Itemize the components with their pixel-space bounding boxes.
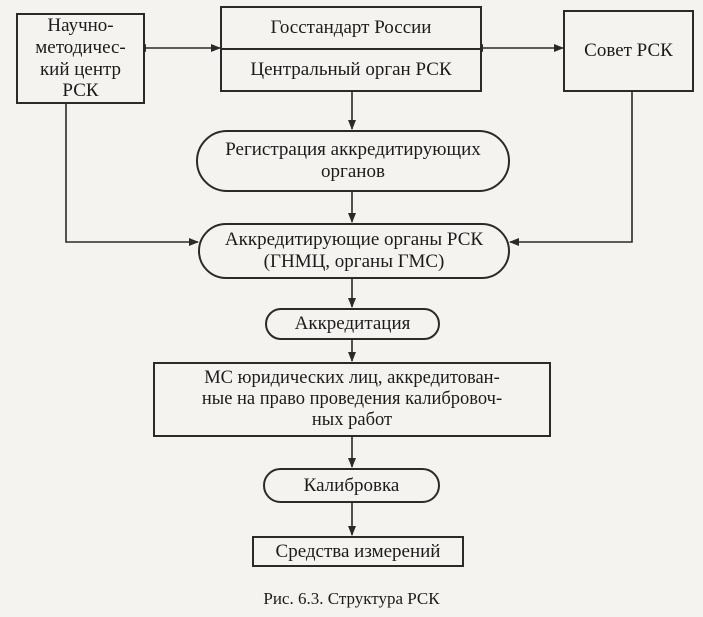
accreditation-node: Аккредитация — [265, 308, 440, 340]
accrediting-bodies-label: Аккредитирующие органы РСК (ГНМЦ, органы… — [225, 229, 483, 273]
nmc-line-4: РСК — [62, 80, 99, 102]
nmc-node: Научно- методичес- кий центр РСК — [16, 13, 145, 104]
ms-entities-line-3: ных работ — [311, 410, 393, 431]
accreditation-label: Аккредитация — [294, 313, 411, 335]
instruments-label: Средства измерений — [275, 540, 441, 562]
nmc-bodies-arrow — [65, 104, 199, 246]
figure-caption: Рис. 6.3. Структура РСК — [263, 589, 440, 608]
registration-line-1: Регистрация аккредитирующих — [225, 139, 481, 161]
registration-node: Регистрация аккредитирующих органов — [196, 130, 510, 192]
council-label: Совет РСК — [584, 40, 673, 62]
gosstandart-top: Госстандарт России — [222, 8, 480, 48]
accrediting-bodies-node: Аккредитирующие органы РСК (ГНМЦ, органы… — [198, 223, 510, 279]
nmc-line-2: методичес- — [35, 36, 126, 58]
registration-line-2: органов — [321, 161, 385, 182]
ms-entities-line-2: ные на право проведения калибровоч- — [201, 388, 503, 409]
nmc-line-1: Научно- — [47, 14, 114, 36]
ms-entities-label: МС юридических лиц, аккредитован- ные на… — [202, 368, 502, 432]
nmc-label: Научно- методичес- кий центр РСК — [35, 15, 126, 102]
council-node: Совет РСК — [563, 10, 694, 92]
accrediting-bodies-line-1: Аккредитирующие органы РСК — [224, 229, 484, 251]
gosstandart-bottom: Центральный орган РСК — [222, 48, 480, 90]
registration-label: Регистрация аккредитирующих органов — [225, 139, 481, 183]
instruments-node: Средства измерений — [252, 536, 464, 567]
accrediting-bodies-line-2: (ГНМЦ, органы ГМС) — [263, 251, 445, 272]
nmc-line-3: кий центр — [39, 58, 122, 80]
calibration-node: Калибровка — [263, 468, 440, 503]
ms-entities-node: МС юридических лиц, аккредитован- ные на… — [153, 362, 551, 437]
calibration-label: Калибровка — [303, 474, 400, 496]
central-body-label: Центральный орган РСК — [250, 59, 452, 81]
ms-entities-line-1: МС юридических лиц, аккредитован- — [204, 367, 500, 388]
gosstandart-node: Госстандарт России Центральный орган РСК — [220, 6, 482, 92]
gosstandart-label: Госстандарт России — [270, 17, 432, 39]
council-bodies-arrow — [509, 92, 633, 246]
